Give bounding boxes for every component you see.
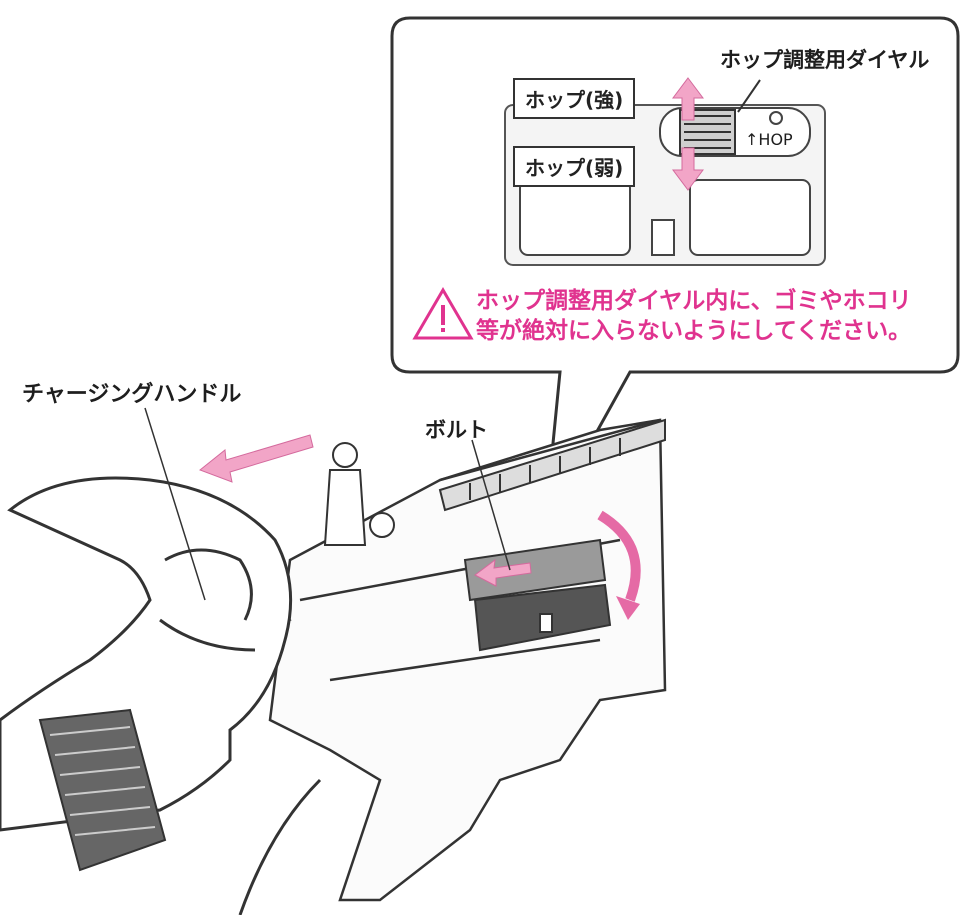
rear-sight [323,442,395,546]
label-hop-weak: ホップ(弱) [513,146,636,187]
callout-bubble [390,16,960,526]
leader-charging [144,407,206,601]
pistol-grip [38,708,167,872]
label-hop-strong: ホップ(強) [513,78,636,119]
warning-triangle-icon [412,287,474,340]
hop-detail [504,79,826,266]
leader-bolt [471,439,511,571]
charging-arrow [199,434,314,483]
label-charging-handle: チャージングハンドル [22,382,242,407]
hop-marking: ↑HOP [745,130,793,149]
warning-line-2: 等が絶対に入らないようにしてください。 [476,318,912,344]
ejection-port [463,538,612,652]
top-rail [438,418,666,512]
hop-arrows [672,77,704,191]
warning-line-1: ホップ調整用ダイヤル内に、ゴミやホコリ [476,288,912,314]
bolt-arrow [474,558,532,587]
arm [238,778,322,915]
dust-cover-arrow [597,510,641,602]
warning-text: ホップ調整用ダイヤル内に、ゴミやホコリ 等が絶対に入らないようにしてください。 [476,286,912,346]
label-bolt: ボルト [425,418,488,442]
hop-dial [679,109,736,155]
label-dial: ホップ調整用ダイヤル [720,48,930,72]
